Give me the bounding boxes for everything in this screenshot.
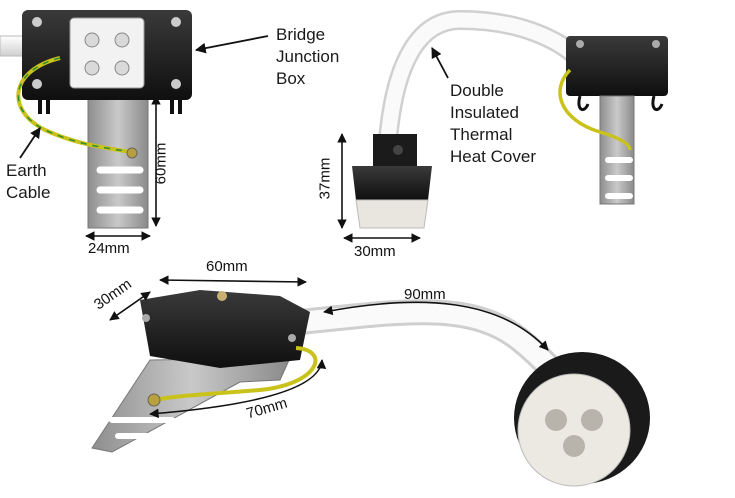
dim-text-24mm: 24mm <box>88 240 130 257</box>
pointer-cover <box>431 47 449 79</box>
label-line: Insulated <box>450 103 519 122</box>
junction-box-side <box>566 36 668 96</box>
terminal-screw <box>84 32 100 48</box>
dim-line-30mm-side <box>109 291 151 321</box>
dim-text-90mm: 90mm <box>404 286 446 303</box>
label-line: Heat Cover <box>450 147 536 166</box>
label-heat-cover: Double Insulated Thermal Heat Cover <box>450 80 536 168</box>
terminal-screw <box>114 32 130 48</box>
box-feet <box>38 100 182 114</box>
dim-text-30mm-top: 30mm <box>354 243 396 260</box>
pointer-bridge <box>194 35 269 54</box>
dim-text-60mm-top: 60mm <box>206 258 248 275</box>
screw <box>171 17 181 27</box>
earth-terminal <box>126 147 138 159</box>
label-line: Bridge <box>276 25 326 44</box>
terminal-screw <box>84 60 100 76</box>
screw <box>32 17 42 27</box>
assembly-view <box>91 290 650 487</box>
metal-bracket <box>87 91 149 229</box>
ceramic-base <box>355 199 429 229</box>
bracket-slots <box>96 166 144 214</box>
pin-hole <box>563 435 585 457</box>
label-earth-cable: Earth Cable <box>6 160 50 204</box>
holder-body <box>352 166 432 200</box>
dim-line-90mm <box>323 301 549 351</box>
pin-hole <box>581 409 603 431</box>
junction-box-3d <box>140 290 310 368</box>
label-line: Box <box>276 69 306 88</box>
pin-hole <box>545 409 567 431</box>
label-line: Earth <box>6 161 47 180</box>
label-bridge-junction-box: Bridge Junction Box <box>276 24 339 90</box>
dim-text-60mm-vertical: 60mm <box>152 142 170 185</box>
screw <box>171 79 181 89</box>
label-line: Double <box>450 81 504 100</box>
screw <box>32 79 42 89</box>
box-loop <box>577 95 664 112</box>
pointer-earth <box>19 127 41 159</box>
terminal-screw <box>114 60 130 76</box>
label-line: Thermal <box>450 125 513 144</box>
junction-box-front-view <box>0 10 192 229</box>
ceramic-face <box>517 373 631 487</box>
terminal-block <box>69 17 145 89</box>
label-line: Cable <box>6 183 51 202</box>
dim-line-70mm <box>149 359 327 419</box>
dim-text-37mm: 37mm <box>316 157 334 200</box>
lampholder-side-view <box>352 9 668 229</box>
label-line: Junction <box>276 47 340 66</box>
earth-wire-side <box>558 68 632 151</box>
dim-line-60mm-top <box>159 275 307 287</box>
